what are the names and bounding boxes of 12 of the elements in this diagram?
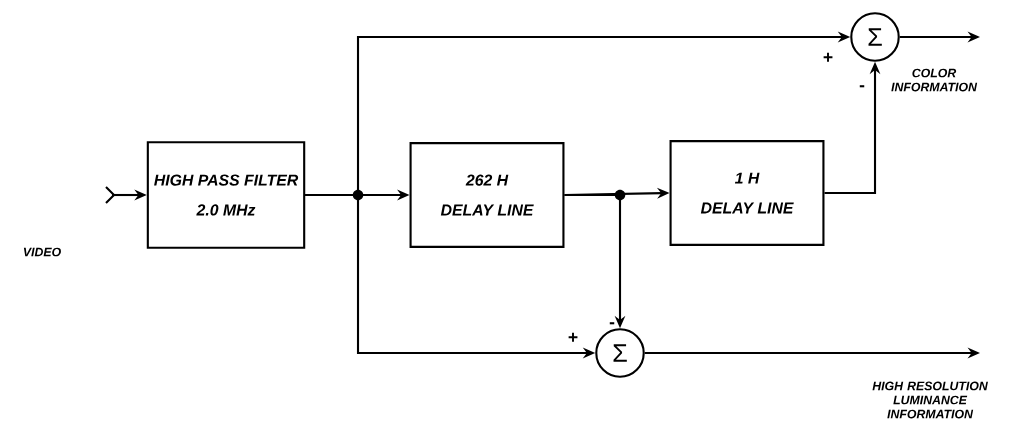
sign-label: - <box>609 322 615 325</box>
output-label: HIGH RESOLUTION LUMINANCE INFORMATION <box>872 381 988 419</box>
output-label: VIDEO <box>23 247 61 257</box>
output-label: COLOR INFORMATION <box>891 68 978 92</box>
summing-junction: Σ <box>850 12 900 62</box>
process-box: 262 H DELAY LINE <box>409 142 565 248</box>
process-box: 1 H DELAY LINE <box>669 140 825 246</box>
sign-label: + <box>568 332 578 342</box>
summing-junction: Σ <box>595 328 645 378</box>
sign-label: - <box>859 85 865 88</box>
sign-label: + <box>823 52 833 62</box>
process-box: HIGH PASS FILTER 2.0 MHz <box>146 141 306 249</box>
